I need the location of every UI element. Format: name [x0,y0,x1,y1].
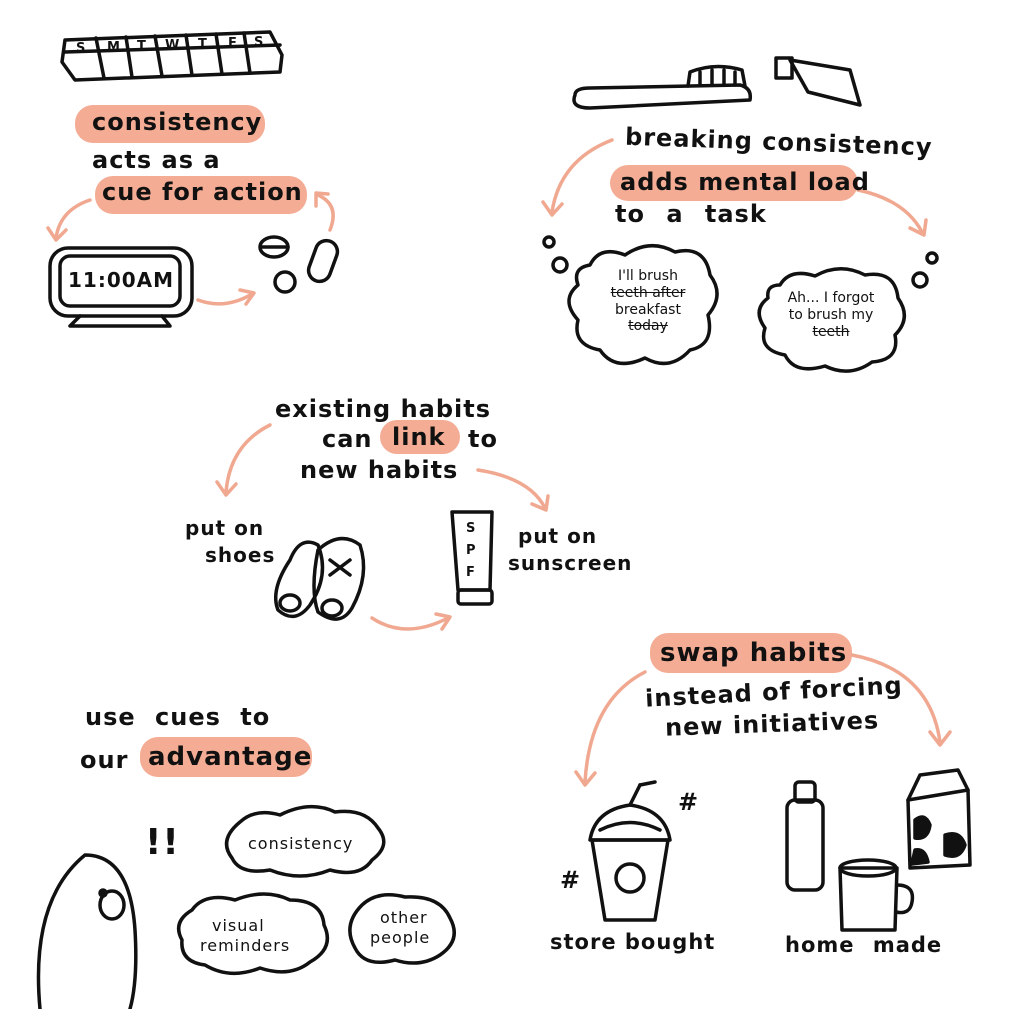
clock-time: 11:00AM [68,268,175,292]
cloud-consistency [224,805,386,878]
pill-day: S [76,41,87,56]
pill-day: W [165,38,181,53]
our-text: our [80,746,129,774]
thought-line: teeth [812,323,850,340]
pill-day: M [107,40,121,55]
put-on-sunscreen-2: sunscreen [508,551,633,575]
mug-icon [838,858,915,932]
spf-letter: F [466,565,476,580]
toothpaste-icon [774,56,862,107]
existing-habits-text: existing habits [275,395,492,423]
highlight-consistency [75,105,265,143]
surprised-person-icon [36,853,138,1009]
money-symbol: # [560,866,582,894]
pill-day: F [228,36,238,51]
pill-day: S [254,35,265,50]
cloud-other-people [348,893,456,965]
to-a-task-text: to a task [615,200,767,228]
money-symbol: # [678,788,700,816]
pill-day: T [198,37,208,52]
highlight-cue-for-action [95,176,307,214]
highlight-mental-load [610,165,858,201]
thought-line: to brush my [788,306,874,323]
cloud-other-text-2: people [370,928,431,947]
to-text: to [468,425,498,453]
mental-load-text: adds mental load [620,168,870,196]
consistency-heading: consistency [92,108,263,136]
sunscreen-tube-icon [450,510,494,606]
cloud-consistency-text: consistency [248,834,354,853]
toothbrush-icon [572,64,753,110]
highlight-link [380,420,460,454]
highlight-swap-habits [650,633,852,673]
advantage-text: advantage [148,742,313,772]
cue-for-action-text: cue for action [102,178,303,206]
link-text: link [392,423,446,451]
milk-carton-icon [906,768,972,870]
new-habits-text: new habits [300,456,459,484]
thought-1-text: I'll brush teeth after breakfast today [598,268,698,335]
swap-habits-text: swap habits [660,638,848,668]
put-on-sunscreen-1: put on [518,524,598,548]
acts-as-text: acts as a [92,146,221,174]
home-made-label: home made [785,933,943,957]
pill-organizer-icon [60,30,284,82]
put-on-shoes-1: put on [185,516,265,540]
cloud-visual-text-2: reminders [200,936,291,955]
shoes-icon [274,536,366,621]
thought-cloud-1 [567,244,719,366]
thought-2-text: Ah... I forgot to brush my teeth [772,290,890,340]
spf-letter: P [466,543,477,558]
thought-line: teeth after [610,284,686,301]
spf-letter: S [466,521,477,536]
highlight-advantage [140,737,312,777]
pill-day: T [137,39,147,54]
bottle-icon [785,780,825,892]
exclamation-marks: !! [145,822,180,863]
thought-line: I'll brush [618,268,678,284]
thought-line: breakfast [615,301,681,318]
new-initiatives-text: new initiatives [664,706,880,742]
use-cues-text: use cues to [85,703,271,731]
cloud-visual-text-1: visual [212,916,265,935]
store-bought-label: store bought [550,930,716,954]
alarm-clock-icon [48,246,194,328]
thought-line: today [628,318,668,335]
cloud-visual-reminders [176,892,329,975]
can-text: can [322,425,373,453]
thought-line: Ah... I forgot [787,290,875,306]
pills-icon [258,235,340,294]
thought-cloud-2 [757,267,906,373]
iced-drink-cup-icon [588,780,672,922]
put-on-shoes-2: shoes [205,543,276,567]
cloud-other-text-1: other [380,908,428,927]
